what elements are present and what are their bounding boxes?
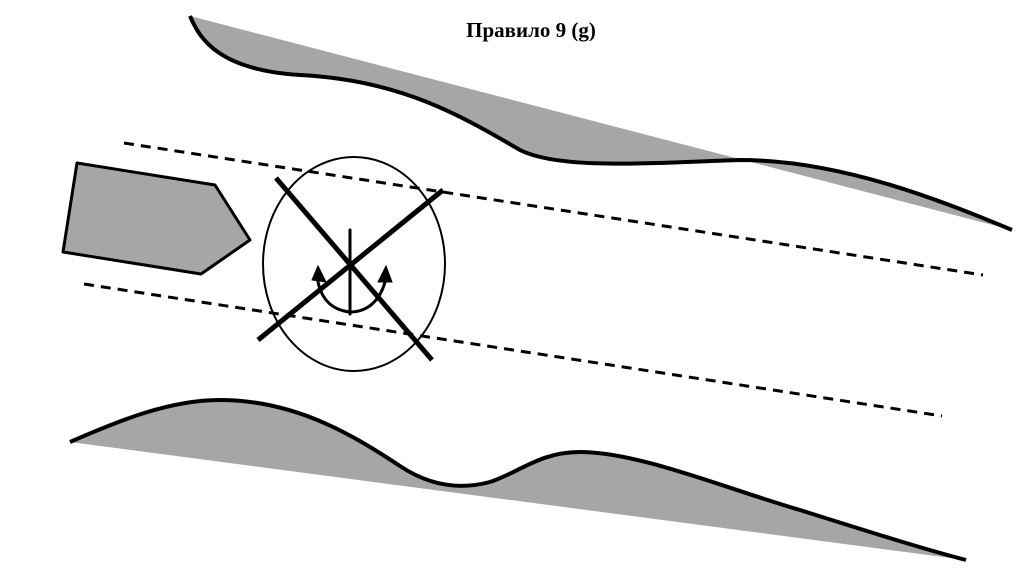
fairway-lower-limit — [84, 284, 942, 416]
upper-bank-shading — [190, 16, 1012, 230]
vessel — [63, 163, 250, 274]
fairway-upper-limit — [124, 143, 983, 275]
lower-bank-shading — [70, 400, 966, 560]
